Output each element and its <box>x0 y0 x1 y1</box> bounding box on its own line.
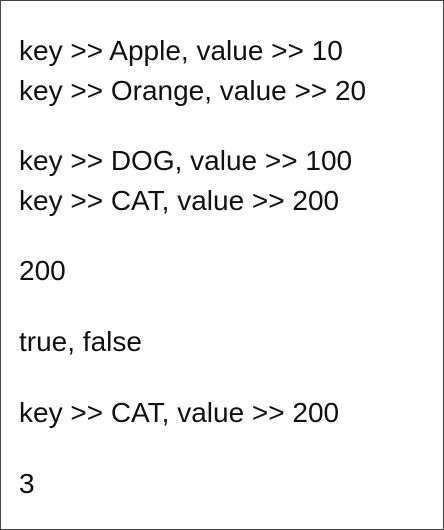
output-line: 3 <box>19 468 35 499</box>
output-line: key >> Orange, value >> 20 <box>19 75 367 106</box>
output-line: key >> CAT, value >> 200 <box>19 185 340 216</box>
output-line: key >> DOG, value >> 100 <box>19 145 353 176</box>
output-line: key >> Apple, value >> 10 <box>19 35 343 66</box>
output-line: 200 <box>19 255 66 286</box>
output-line: true, false <box>19 326 142 357</box>
output-line: key >> CAT, value >> 200 <box>19 397 340 428</box>
